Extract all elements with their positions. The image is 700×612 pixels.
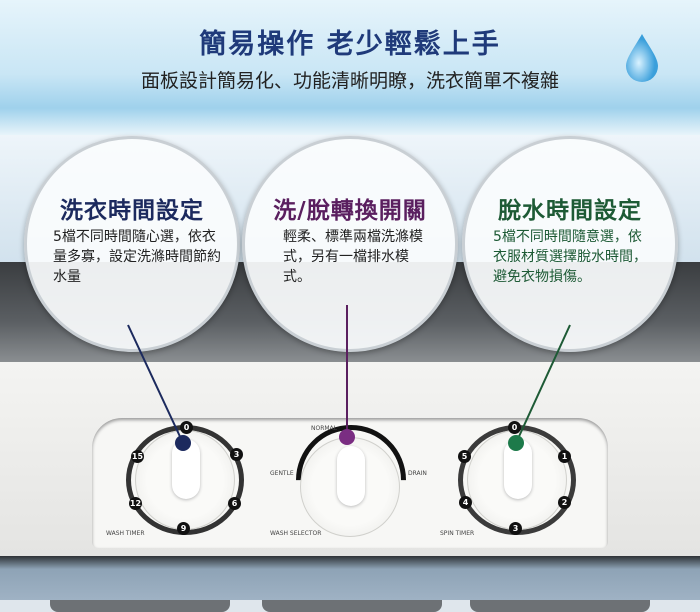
wash-timer-mark: 0 — [180, 421, 193, 434]
feature-description: 輕柔、標準兩檔洗滌模式，另有一檔排水模式。 — [283, 229, 423, 285]
page-title: 簡易操作 老少輕鬆上手 — [199, 29, 501, 60]
feature-title: 脫水時間設定 — [498, 198, 642, 224]
machine-base — [0, 556, 700, 600]
spin-timer-mark: 5 — [458, 450, 471, 463]
spin-timer-pointer — [508, 435, 524, 451]
wash-timer-label: WASH TIMER — [106, 530, 145, 537]
spin-timer-mark: 2 — [558, 496, 571, 509]
spin-timer-label: SPIN TIMER — [440, 530, 475, 537]
selector-normal-label: NORMAL — [311, 425, 338, 432]
feature-description: 5檔不同時間隨意選，依衣服材質選擇脫水時間，避免衣物損傷。 — [493, 229, 647, 285]
wash-timer-mark: 12 — [129, 497, 142, 510]
wash-timer-mark: 6 — [228, 497, 241, 510]
header-banner: 簡易操作 老少輕鬆上手 面板設計簡易化、功能清晰明瞭，洗衣簡單不複雜 — [0, 0, 700, 135]
spin-timer-mark: 1 — [558, 450, 571, 463]
wash-timer-mark: 3 — [230, 448, 243, 461]
spin-timer-mark: 3 — [509, 522, 522, 535]
wash-timer-mark: 9 — [177, 522, 190, 535]
page-subtitle: 面板設計簡易化、功能清晰明瞭，洗衣簡單不複雜 — [140, 70, 559, 92]
spin-timer-mark: 4 — [459, 496, 472, 509]
feature-title: 洗/脫轉換開關 — [273, 198, 427, 224]
feature-wash-selector: 洗/脫轉換開關 輕柔、標準兩檔洗滌模式，另有一檔排水模式。 — [242, 136, 458, 352]
wash-timer-mark: 15 — [131, 450, 144, 463]
wash-selector-pointer — [339, 429, 355, 445]
wash-timer-pointer — [175, 435, 191, 451]
spin-timer-mark: 0 — [508, 421, 521, 434]
wash-selector-knob[interactable] — [300, 437, 400, 537]
feature-spin-timer: 脫水時間設定 5檔不同時間隨意選，依衣服材質選擇脫水時間，避免衣物損傷。 — [462, 136, 678, 352]
feature-description: 5檔不同時間隨心選，依衣量多寡，設定洗滌時間節約水量 — [53, 229, 221, 285]
feature-title: 洗衣時間設定 — [60, 198, 204, 224]
water-drop-icon — [626, 34, 658, 82]
feature-wash-timer: 洗衣時間設定 5檔不同時間隨心選，依衣量多寡，設定洗滌時間節約水量 — [24, 136, 240, 352]
selector-drain-label: DRAIN — [408, 470, 427, 477]
wash-selector-label: WASH SELECTOR — [270, 530, 322, 537]
selector-gentle-label: GENTLE — [270, 470, 294, 477]
